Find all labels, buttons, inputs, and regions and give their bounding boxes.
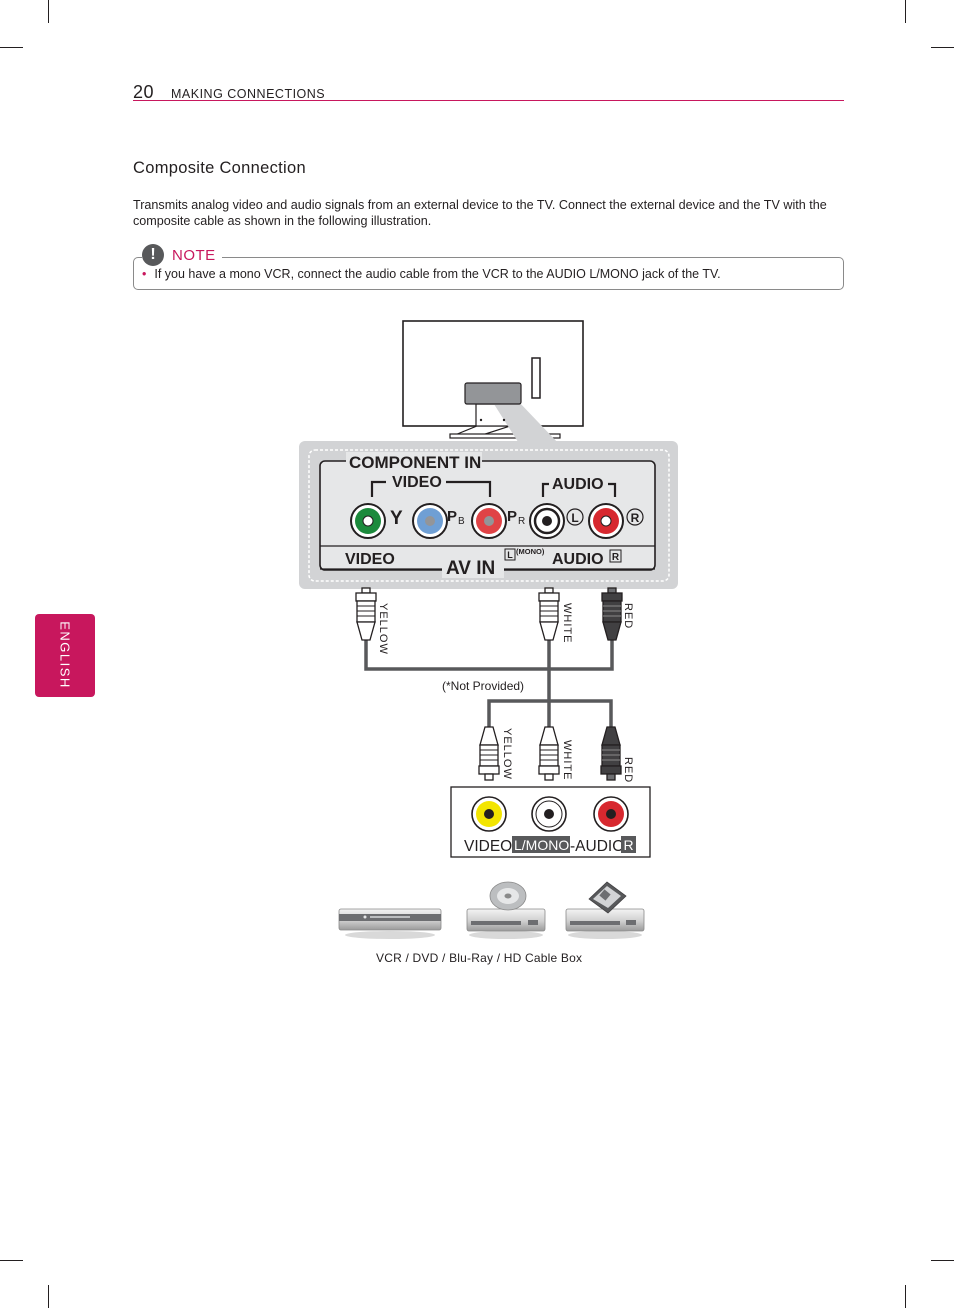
cable-label-red-top: RED bbox=[622, 603, 634, 629]
av-r-box-label: R bbox=[612, 552, 620, 563]
intro-paragraph: Transmits analog video and audio signals… bbox=[133, 198, 827, 228]
language-tab: ENGLISH bbox=[35, 614, 95, 697]
jack-r-label: R bbox=[631, 511, 640, 525]
component-in-label: COMPONENT IN bbox=[349, 453, 481, 472]
device-output-panel: VIDEO L/MONO -AUDIO- R bbox=[450, 786, 651, 858]
crop-mark bbox=[0, 47, 23, 48]
crop-mark bbox=[48, 1285, 49, 1308]
note-text: • If you have a mono VCR, connect the aud… bbox=[142, 267, 721, 281]
device-l-mono-label: L/MONO bbox=[514, 837, 569, 853]
device-video-label: VIDEO bbox=[464, 838, 512, 855]
tv-illustration bbox=[402, 320, 584, 445]
header-divider bbox=[133, 100, 844, 101]
jack-pr-label: P bbox=[507, 508, 517, 525]
dvd-player-icon bbox=[466, 881, 546, 939]
jack-pb-subscript: B bbox=[458, 516, 465, 527]
av-mono-label: (MONO) bbox=[516, 547, 545, 556]
jack-pr-red bbox=[471, 503, 507, 539]
plug-red-device bbox=[600, 726, 622, 781]
device-jack-white bbox=[531, 796, 567, 832]
plug-yellow-tv bbox=[355, 587, 377, 641]
bullet-icon: • bbox=[142, 267, 147, 281]
note-label: NOTE bbox=[172, 246, 216, 264]
av-video-label: VIDEO bbox=[345, 551, 395, 568]
page-number: 20 bbox=[133, 82, 155, 102]
vcr-device-icon bbox=[338, 908, 442, 939]
jack-pb-blue bbox=[412, 503, 448, 539]
device-jack-yellow bbox=[471, 796, 507, 832]
plug-yellow-device bbox=[478, 726, 500, 781]
crop-mark bbox=[931, 47, 954, 48]
device-jack-red bbox=[593, 796, 629, 832]
device-caption: VCR / DVD / Blu-Ray / HD Cable Box bbox=[376, 951, 583, 965]
not-provided-label: (*Not Provided) bbox=[442, 679, 524, 693]
page-title: Composite Connection bbox=[133, 159, 306, 177]
crop-mark bbox=[931, 1260, 954, 1261]
component-audio-label: AUDIO bbox=[552, 476, 604, 493]
note-text-content: If you have a mono VCR, connect the audi… bbox=[154, 267, 721, 281]
crop-mark bbox=[905, 1285, 906, 1308]
crop-mark bbox=[905, 0, 906, 23]
cable-label-white-bottom: WHITE bbox=[561, 740, 573, 780]
jack-pr-subscript: R bbox=[518, 516, 525, 527]
exclamation-icon: ! bbox=[142, 244, 164, 266]
plug-white-device bbox=[538, 726, 560, 781]
cable-label-yellow-top: YELLOW bbox=[377, 603, 389, 655]
cable-label-white-top: WHITE bbox=[561, 603, 573, 643]
plug-red-tv bbox=[601, 587, 623, 641]
composite-cable bbox=[364, 640, 614, 727]
av-audio-label: AUDIO bbox=[552, 551, 604, 568]
cable-label-red-bottom: RED bbox=[622, 757, 634, 783]
note-header: ! NOTE bbox=[142, 243, 222, 267]
av-l-box-label: L bbox=[507, 550, 513, 560]
component-video-label: VIDEO bbox=[392, 474, 442, 491]
cable-label-yellow-bottom: YELLOW bbox=[501, 728, 513, 780]
crop-mark bbox=[48, 0, 49, 23]
bluray-cable-box-icon bbox=[565, 881, 645, 939]
jack-y-label: Y bbox=[390, 508, 403, 529]
jack-y-green bbox=[350, 503, 386, 539]
device-audio-label: -AUDIO- bbox=[570, 838, 629, 855]
note-box bbox=[133, 257, 844, 290]
jack-audio-l-white bbox=[529, 503, 565, 539]
plug-white-tv bbox=[538, 587, 560, 641]
section-title: MAKING CONNECTIONS bbox=[171, 87, 326, 101]
jack-pb-label: P bbox=[447, 508, 457, 525]
tv-input-panel: COMPONENT IN VIDEO AUDIO Y P B P R bbox=[299, 441, 678, 589]
jack-l-label: L bbox=[571, 511, 578, 525]
av-in-label: AV IN bbox=[446, 558, 495, 579]
device-r-label: R bbox=[623, 837, 633, 853]
crop-mark bbox=[0, 1260, 23, 1261]
jack-audio-r-red bbox=[588, 503, 624, 539]
